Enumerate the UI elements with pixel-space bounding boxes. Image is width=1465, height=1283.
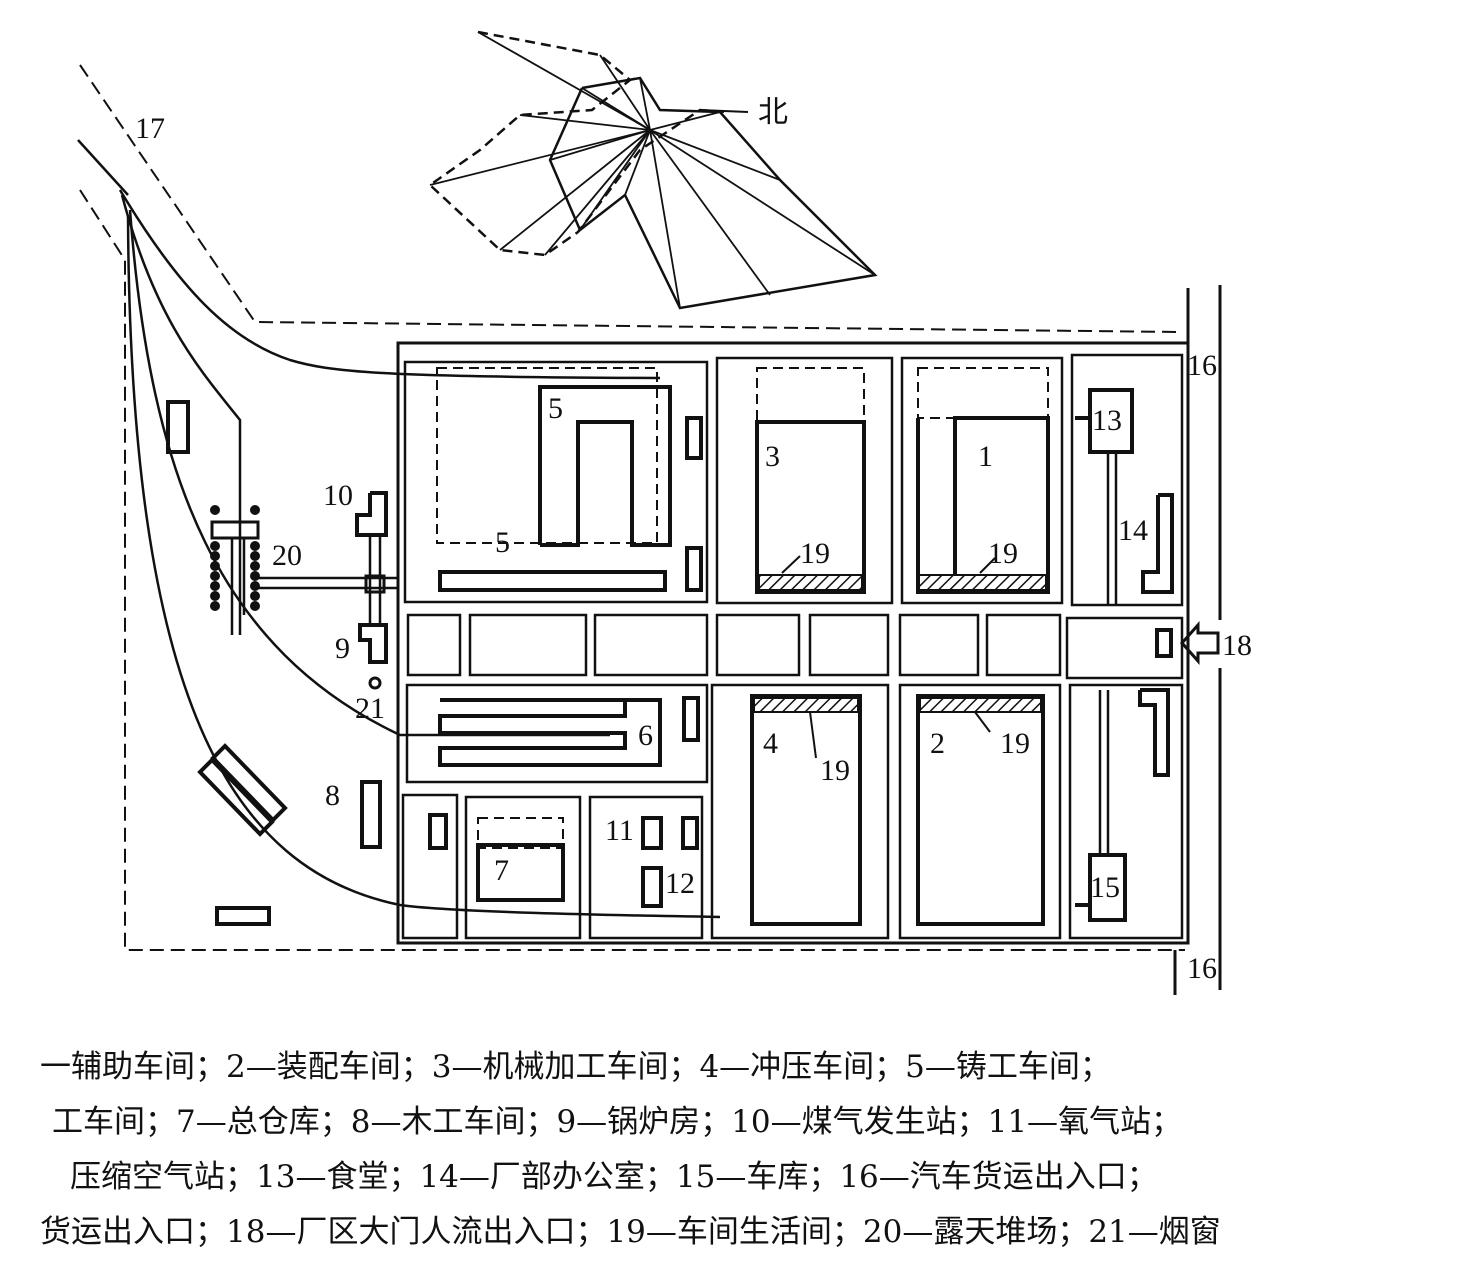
railway-line bbox=[77, 139, 129, 196]
label-17: 17 bbox=[135, 112, 165, 145]
wind-rose-rays bbox=[429, 31, 876, 309]
label-9: 9 bbox=[335, 632, 350, 665]
building-11-oxygen-station bbox=[641, 816, 699, 850]
label-16b: 16 bbox=[1187, 952, 1217, 985]
label-21: 21 bbox=[355, 692, 385, 725]
building-14-office bbox=[1141, 493, 1174, 594]
label-19a: 19 bbox=[800, 537, 830, 570]
label-19b: 19 bbox=[988, 537, 1018, 570]
label-20: 20 bbox=[272, 539, 302, 572]
legend-line-4: 货运出入口；18—厂区大门人流出入口；19—车间生活间；20—露天堆场；21—烟… bbox=[40, 1214, 1221, 1250]
label-14: 14 bbox=[1118, 514, 1148, 547]
building-7-warehouse bbox=[428, 813, 565, 902]
yard-building-top bbox=[166, 400, 190, 454]
label-19c: 19 bbox=[820, 754, 850, 787]
label-15: 15 bbox=[1090, 871, 1120, 904]
label-5a: 5 bbox=[548, 392, 563, 425]
wind-rose-solid-outline bbox=[548, 76, 878, 310]
label-18: 18 bbox=[1222, 629, 1252, 662]
site-boundary bbox=[79, 64, 1185, 951]
building-3-machining bbox=[755, 367, 866, 594]
label-4: 4 bbox=[763, 727, 778, 760]
building-5-foundry bbox=[436, 367, 703, 592]
blocks bbox=[401, 353, 1184, 940]
building-6-forge bbox=[438, 696, 700, 767]
legend-line-1: 一辅助车间；2—装配车间；3—机械加工车间；4—冲压车间；5—铸工车间； bbox=[40, 1049, 1111, 1085]
north-label: 北 bbox=[758, 95, 788, 130]
building-12-compressed-air-station bbox=[641, 866, 663, 908]
label-7: 7 bbox=[494, 854, 509, 887]
building-1-auxiliary bbox=[916, 367, 1050, 594]
yard-building-bottom bbox=[215, 906, 271, 926]
label-13: 13 bbox=[1092, 404, 1122, 437]
chimney-21 bbox=[368, 676, 382, 690]
building-8-carpentry bbox=[360, 780, 382, 849]
label-12: 12 bbox=[665, 867, 695, 900]
legend: 一辅助车间；2—装配车间；3—机械加工车间；4—冲压车间；5—铸工车间； 工车间… bbox=[0, 1040, 1465, 1260]
label-10: 10 bbox=[323, 479, 353, 512]
main-gate bbox=[1155, 621, 1220, 665]
building-15-garage bbox=[1075, 688, 1170, 922]
site-frame bbox=[396, 285, 1222, 995]
wind-rose bbox=[428, 30, 878, 310]
yard-stack bbox=[197, 743, 288, 837]
building-13-canteen bbox=[1075, 388, 1134, 605]
legend-line-2: 工车间；7—总仓库；8—木工车间；9—锅炉房；10—煤气发生站；11—氧气站； bbox=[52, 1104, 1183, 1140]
label-3: 3 bbox=[765, 440, 780, 473]
label-2: 2 bbox=[930, 727, 945, 760]
legend-line-3: 压缩空气站；13—食堂；14—厂部办公室；15—车库；16—汽车货运出入口； bbox=[70, 1159, 1158, 1195]
label-16a: 16 bbox=[1187, 349, 1217, 382]
pipeline bbox=[255, 535, 398, 625]
label-11: 11 bbox=[605, 814, 634, 847]
building-10-gas-station bbox=[355, 491, 388, 537]
label-1: 1 bbox=[978, 440, 993, 473]
railway-spurs bbox=[118, 189, 721, 919]
building-2-assembly bbox=[916, 694, 1045, 926]
building-9-boiler bbox=[358, 623, 388, 664]
label-19d: 19 bbox=[1000, 727, 1030, 760]
building-4-stamping bbox=[750, 694, 862, 926]
label-5b: 5 bbox=[495, 526, 510, 559]
label-6: 6 bbox=[638, 719, 653, 752]
label-8: 8 bbox=[325, 779, 340, 812]
open-storage-yard-20 bbox=[210, 505, 260, 635]
factory-site-plan: 北 17 bbox=[77, 30, 1252, 995]
